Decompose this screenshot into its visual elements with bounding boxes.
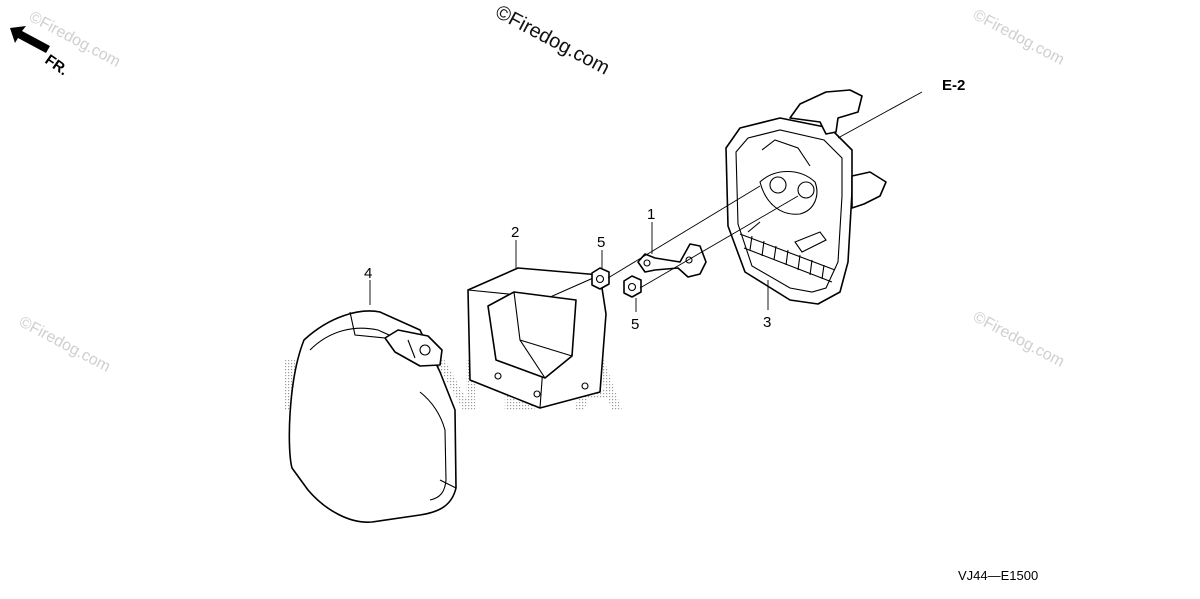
part-bracket (637, 243, 707, 278)
stud-line-lower (639, 195, 799, 289)
front-arrow-icon (10, 26, 50, 53)
part-nut-lower (623, 275, 642, 298)
watermark-main: ©Firedog.com (492, 1, 613, 80)
front-indicator-label: FR. (42, 51, 72, 79)
part-number-5-lower: 5 (631, 316, 639, 333)
part-air-cleaner-case (725, 89, 887, 305)
part-number-1: 1 (647, 206, 655, 223)
leader-e2 (837, 91, 923, 139)
part-nut-upper (591, 267, 610, 290)
part-number-5-upper: 5 (597, 234, 605, 251)
watermark-mid-right: ©Firedog.com (970, 309, 1067, 371)
part-air-cleaner-cover (288, 310, 457, 523)
watermark-top-right: ©Firedog.com (970, 7, 1067, 69)
part-number-3: 3 (763, 314, 771, 331)
watermark-top-left: ©Firedog.com (26, 9, 123, 71)
watermark-mid-left: ©Firedog.com (16, 314, 113, 376)
part-foam-element (467, 267, 607, 409)
drawing-code: VJ44—E1500 (958, 568, 1038, 583)
stud-line-upper (607, 185, 761, 279)
reference-label-e2: E-2 (942, 77, 965, 94)
part-number-4: 4 (364, 265, 372, 282)
part-number-2: 2 (511, 224, 519, 241)
